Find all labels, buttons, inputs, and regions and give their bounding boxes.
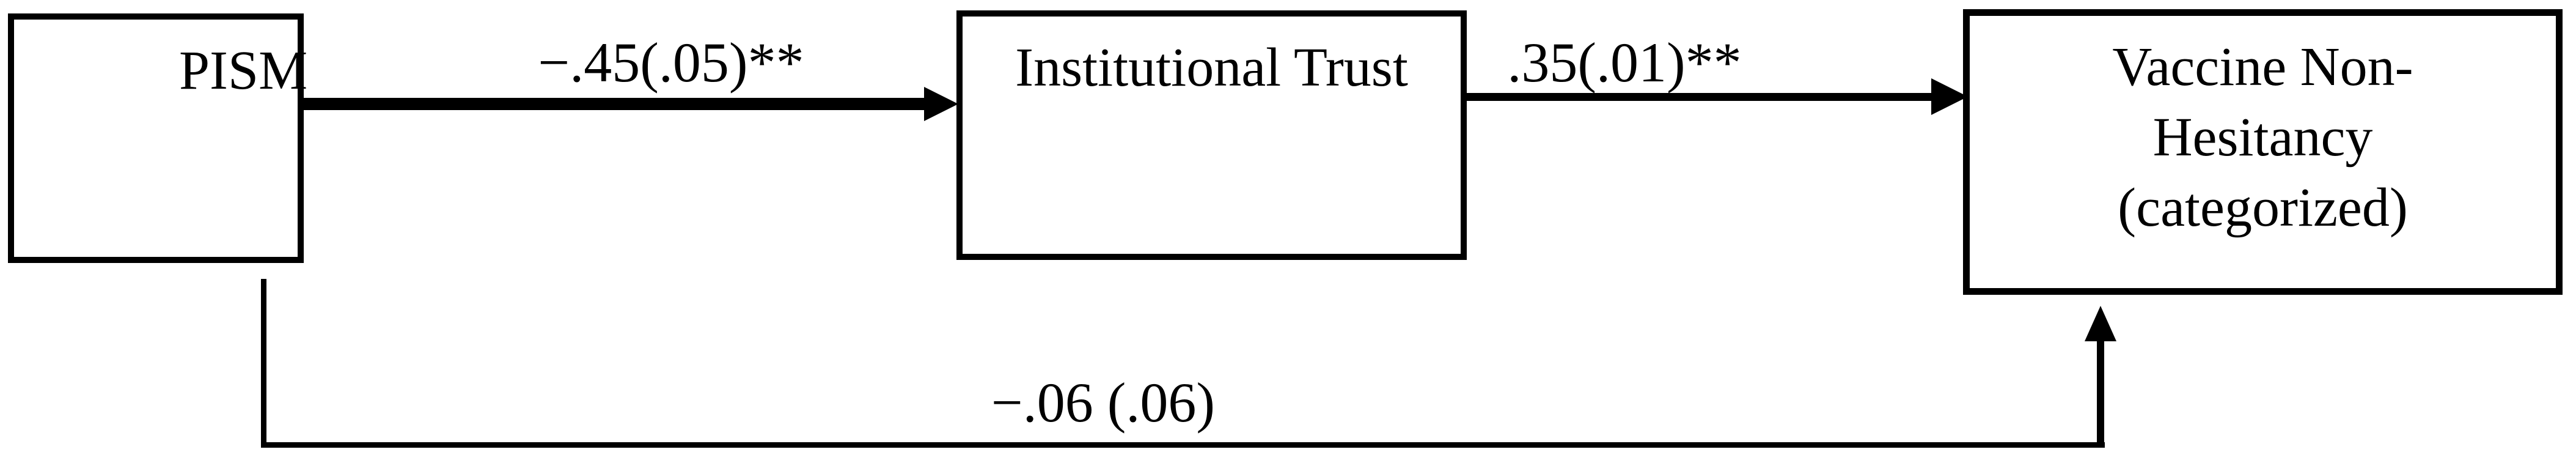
node-vaccine-non-hesitancy-label-line-3: (categorized): [2118, 177, 2408, 238]
node-vaccine-non-hesitancy: Vaccine Non- Hesitancy (categorized): [1963, 9, 2563, 295]
edge-b-path-coefficient: .35(.01)**: [1507, 31, 1742, 94]
edge-a-path-line: [304, 98, 926, 110]
edge-c-direct-path-segment-up: [2097, 340, 2104, 448]
arrowhead-right-icon: [924, 87, 958, 121]
node-pism: PISM: [8, 13, 308, 263]
edge-c-direct-path-coefficient: −.06 (.06): [991, 371, 1216, 434]
edge-b-path-line: [1467, 93, 1932, 101]
edge-c-direct-path-segment-across: [261, 442, 2105, 448]
node-pism-label: PISM: [179, 40, 308, 101]
arrowhead-up-icon: [2085, 306, 2116, 341]
node-institutional-trust-label: Institutional Trust: [1015, 37, 1408, 98]
edge-c-direct-path-segment-down: [261, 279, 266, 448]
edge-a-path-coefficient: −.45(.05)**: [538, 31, 804, 94]
node-institutional-trust: Institutional Trust: [956, 10, 1467, 260]
node-vaccine-non-hesitancy-label-line-1: Vaccine Non-: [2112, 37, 2413, 97]
node-vaccine-non-hesitancy-label-line-2: Hesitancy: [2152, 107, 2373, 168]
arrowhead-right-icon: [1931, 78, 1968, 115]
